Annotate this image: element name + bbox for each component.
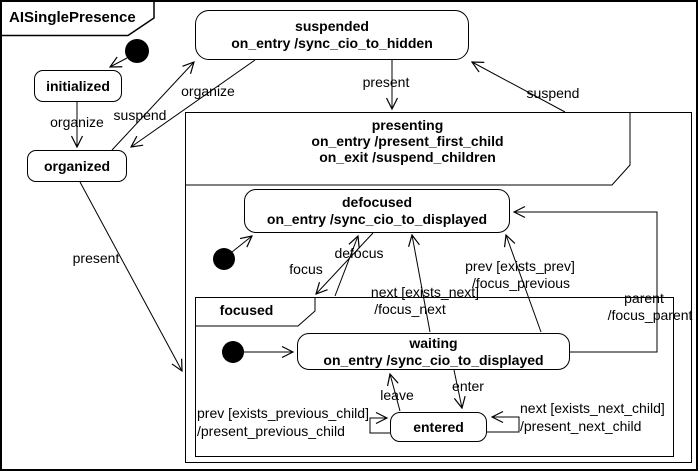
state-waiting-entry: on_entry /sync_cio_to_displayed: [323, 351, 544, 368]
label-next-event: next [exists_next]: [370, 284, 480, 300]
label-organize-left: organize: [50, 114, 104, 130]
label-next-child-event: next [exists_next_child]: [520, 400, 665, 416]
label-parent-event: parent: [624, 290, 664, 306]
transition-present-organized-presenting: [79, 181, 182, 371]
label-prev-child-event: prev [exists_previous_child]: [197, 405, 369, 421]
state-waiting: waiting on_entry /sync_cio_to_displayed: [297, 333, 570, 370]
state-presenting-header: presenting on_entry /present_first_child…: [185, 117, 630, 165]
transition-organize-suspended-organized: [131, 59, 256, 147]
state-initialized: initialized: [34, 70, 122, 102]
label-suspend-right: suspend: [526, 85, 580, 101]
diagram-title: AISinglePresence: [9, 9, 136, 26]
label-focus: focus: [289, 261, 323, 277]
transition-next-waiting-defocused: [412, 235, 431, 333]
label-enter: enter: [452, 378, 484, 394]
presenting-name-compartment-outline: [185, 112, 631, 186]
transition-next-child-self-loop: [487, 417, 520, 433]
label-next-action: /focus_next: [374, 301, 446, 317]
initial-state-presenting: [213, 248, 235, 270]
state-organized: organized: [27, 150, 127, 182]
label-present-left: present: [72, 250, 120, 266]
state-focused-name: focused: [219, 302, 274, 318]
initial-state-top: [125, 39, 149, 63]
state-defocused: defocused on_entry /sync_cio_to_displaye…: [244, 189, 510, 233]
state-presenting-exit: on_exit /suspend_children: [319, 149, 496, 165]
state-organized-name: organized: [43, 157, 111, 174]
transition-enter-waiting-entered: [453, 369, 462, 408]
label-prev-action: /focus_previous: [471, 275, 571, 291]
title-tab-outline: [2, 2, 155, 37]
label-prev-event: prev [exists_prev]: [465, 258, 575, 274]
state-suspended-name: suspended: [295, 18, 369, 34]
label-parent-action: /focus_parent: [607, 307, 693, 323]
label-suspend-left: suspend: [113, 107, 167, 123]
state-entered: entered: [390, 412, 487, 442]
state-presenting-entry: on_entry /present_first_child: [311, 133, 504, 149]
state-presenting-name: presenting: [371, 117, 444, 133]
state-suspended: suspended on_entry /sync_cio_to_hidden: [195, 10, 469, 60]
label-leave: leave: [380, 387, 414, 403]
state-waiting-name: waiting: [409, 334, 458, 351]
state-defocused-name: defocused: [341, 194, 412, 210]
initial-state-focused: [222, 341, 244, 363]
transition-initial-to-initialized: [110, 58, 128, 67]
transition-focus-defocused-focused: [316, 232, 374, 294]
transition-leave-entered-waiting: [390, 374, 401, 412]
transition-initial-to-defocused: [231, 236, 252, 253]
state-suspended-entry: on_entry /sync_cio_to_hidden: [231, 35, 433, 51]
transition-suspend-organized-suspended: [111, 62, 194, 151]
state-defocused-entry: on_entry /sync_cio_to_displayed: [266, 211, 488, 227]
label-defocus: defocus: [334, 245, 384, 261]
label-next-child-action: /present_next_child: [520, 418, 642, 434]
transition-prev-child-self-loop: [369, 418, 390, 434]
state-initialized-name: initialized: [46, 77, 110, 94]
label-organize-right: organize: [181, 83, 235, 99]
transition-defocus-focused-defocused: [334, 236, 358, 297]
transition-parent-waiting-defocused: [514, 212, 658, 353]
label-prev-child-action: /present_previous_child: [197, 423, 345, 439]
state-entered-name: entered: [413, 418, 464, 435]
transition-suspend-presenting-suspended: [472, 62, 566, 113]
transition-prev-waiting-defocused: [506, 235, 542, 333]
label-present-top: present: [362, 74, 410, 90]
focused-name-tab-outline: [195, 297, 316, 327]
